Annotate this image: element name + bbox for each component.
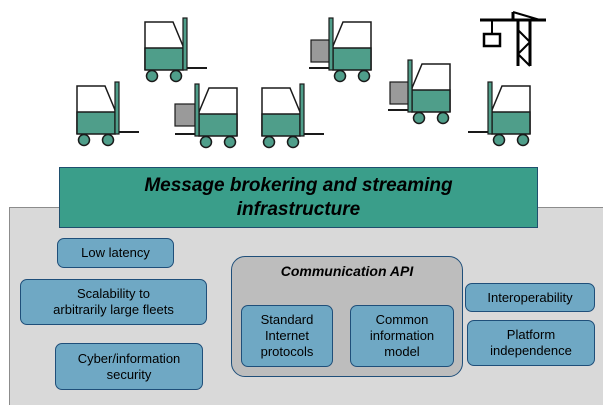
forklift-icon (144, 17, 208, 83)
platform-line-2: independence (490, 343, 572, 358)
scalability-box: Scalability to arbitrarily large fleets (20, 279, 207, 325)
standard-line-1: Standard (260, 312, 314, 327)
forklift-icon (387, 59, 451, 125)
banner-line-1: Message brokering and streaming (144, 174, 453, 196)
platform-line-1: Platform (506, 327, 556, 342)
forklift-icon (76, 81, 140, 147)
platform-independence-box: Platform independence (467, 320, 595, 366)
standard-line-3: protocols (260, 344, 314, 359)
cyber-line-2: security (106, 366, 152, 382)
communication-api-title: Communication API (280, 263, 414, 279)
low-latency-label: Low latency (81, 245, 150, 260)
forklift-icon (308, 17, 372, 83)
interoperability-box: Interoperability (465, 283, 595, 312)
forklift-icon (261, 83, 325, 149)
crane-icon (480, 11, 546, 67)
common-information-model-box: Common information model (350, 305, 454, 367)
scalability-line-1: Scalability to (77, 286, 150, 301)
common-line-3: model (384, 344, 420, 359)
standard-protocols-box: Standard Internet protocols (241, 305, 333, 367)
banner-line-2: infrastructure (236, 198, 361, 220)
common-line-2: information (369, 328, 435, 343)
common-line-1: Common (375, 312, 429, 327)
message-brokering-banner: Message brokering and streaming infrastr… (59, 167, 538, 228)
scalability-line-2: arbitrarily large fleets (53, 302, 174, 317)
forklift-icon (467, 81, 531, 147)
low-latency-box: Low latency (57, 238, 174, 268)
interoperability-label: Interoperability (487, 289, 573, 305)
standard-line-2: Internet (264, 328, 310, 343)
cyber-line-1: Cyber/information (77, 350, 181, 366)
cyber-security-box: Cyber/information security (55, 343, 203, 390)
forklift-icon (174, 83, 238, 149)
